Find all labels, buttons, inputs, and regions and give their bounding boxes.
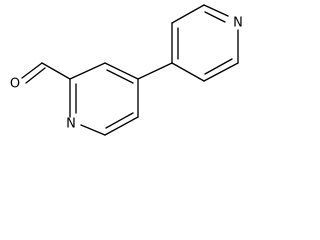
bond-c-o-double-a — [21, 62, 43, 79]
chemical-structure: O N N — [10, 4, 243, 136]
bond-c2p-n-inner — [204, 11, 226, 23]
bond-c6-n1 — [80, 124, 106, 136]
pyridine-ring-b — [171, 4, 239, 82]
bond-c5-c6 — [104, 116, 139, 136]
aldehyde-group — [21, 62, 71, 84]
oxygen-atom-label: O — [10, 77, 20, 92]
bond-c3p-c2p — [171, 4, 205, 24]
bond-cho-ring — [41, 62, 71, 80]
pyridine-ring-a — [69, 62, 139, 136]
bond-c6p-c5p — [203, 62, 239, 82]
bond-c5p-c4p — [171, 62, 205, 82]
bond-c3-c4 — [104, 62, 139, 80]
bond-c-o-double-b — [25, 67, 46, 84]
bond-c6p-c5p-inner — [204, 58, 233, 75]
bond-c3-c4-inner — [106, 69, 134, 84]
bond-c2p-n — [203, 4, 229, 17]
nitrogen-atom-label-b: N — [233, 16, 243, 31]
nitrogen-atom-label-a: N — [66, 117, 76, 132]
bond-ring-ring — [137, 62, 173, 80]
bond-c5-c6-inner — [105, 112, 134, 129]
bond-c2-c3 — [69, 62, 106, 80]
